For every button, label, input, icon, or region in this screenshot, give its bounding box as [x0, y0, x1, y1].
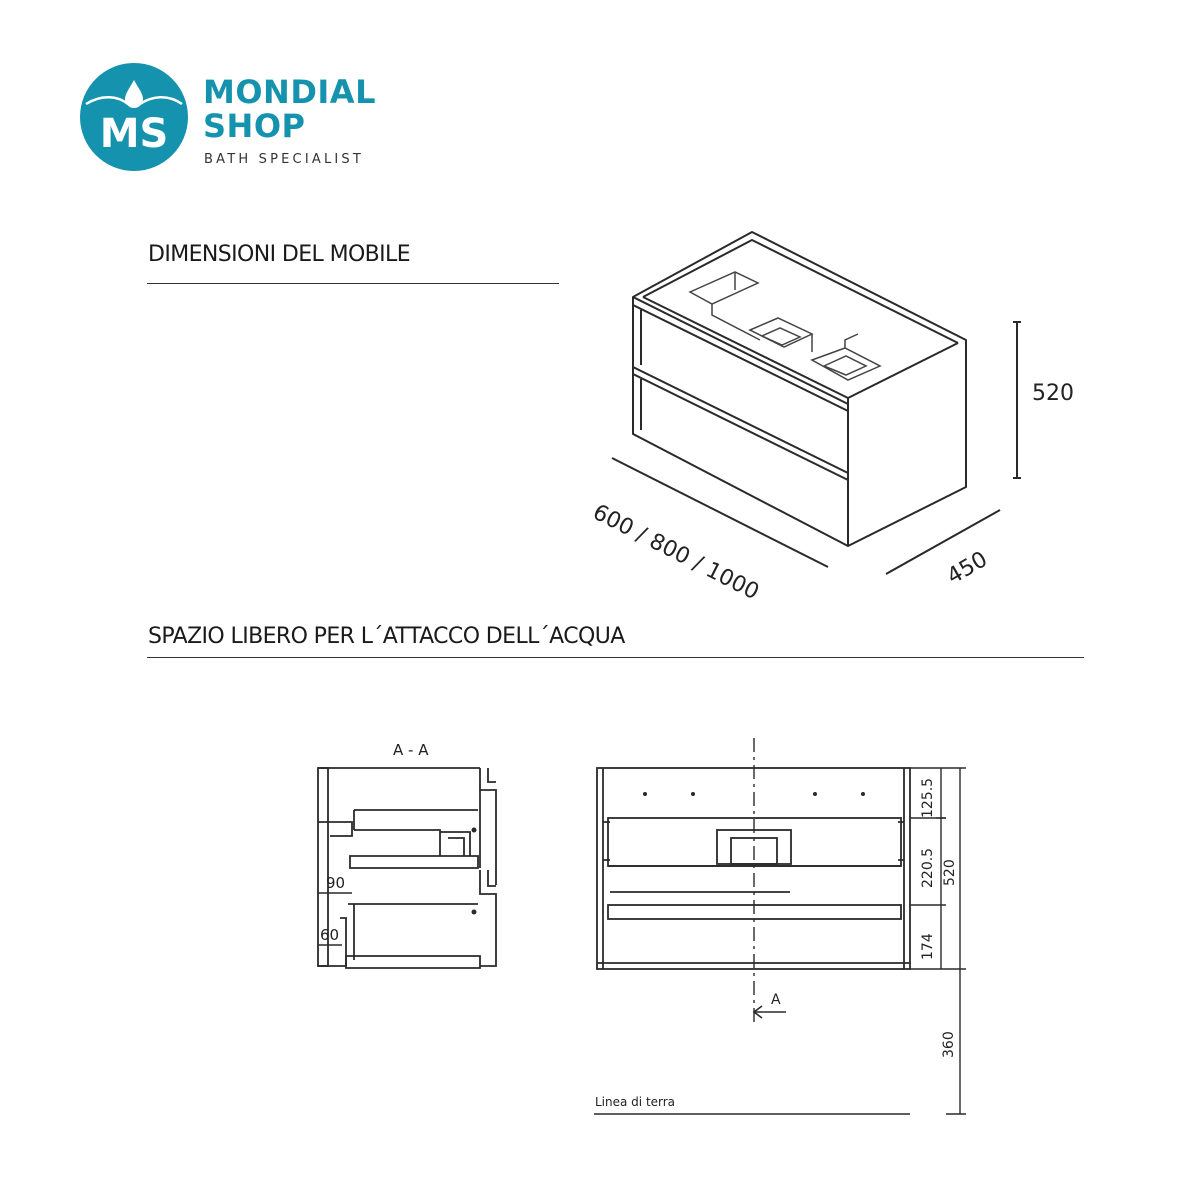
section-view-label: A - A	[393, 741, 429, 759]
dim-60-label: 60	[320, 926, 340, 944]
dim-174-label: 174	[920, 933, 936, 960]
ground-line-label: Linea di terra	[595, 1095, 676, 1109]
dim-220-5-label: 220.5	[920, 847, 936, 888]
section-title-water-connection: SPAZIO LIBERO PER L´ATTACCO DELL´ACQUA	[148, 624, 625, 649]
section-divider-water-connection	[147, 657, 1084, 658]
brand-tagline: BATH SPECIALIST	[204, 152, 365, 167]
dim-125-5-label: 125.5	[920, 777, 936, 818]
dim-height-label: 520	[1032, 381, 1074, 406]
dim-520-label: 520	[942, 859, 958, 886]
cut-marker-label: A	[771, 992, 781, 1008]
dim-90-label: 90	[326, 874, 346, 892]
section-title-dimensions: DIMENSIONI DEL MOBILE	[148, 242, 411, 267]
section-divider-dimensions	[147, 283, 559, 284]
dim-360-label: 360	[941, 1031, 957, 1058]
brand-name-line2: SHOP	[203, 107, 306, 145]
logo-monogram: MS	[100, 111, 169, 157]
brand-name-line1: MONDIAL	[203, 73, 376, 111]
